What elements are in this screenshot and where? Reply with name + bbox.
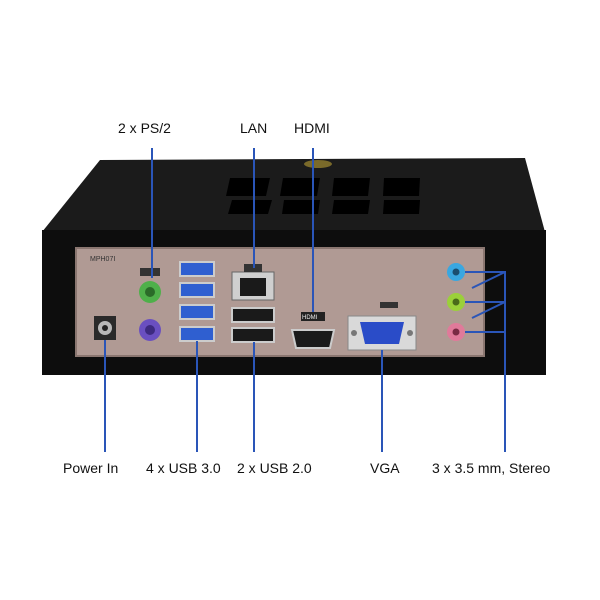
audio-jacks	[447, 263, 465, 341]
vga-label: VGA	[370, 460, 400, 476]
power-label: Power In	[63, 460, 119, 476]
power-jack	[94, 316, 116, 340]
hdmi-port: HDMI	[290, 312, 336, 349]
io-plate	[76, 248, 484, 356]
ps2-port-top	[139, 281, 161, 303]
usb3-ports	[179, 261, 215, 342]
model-text: MPH07I	[90, 256, 115, 263]
ps2-port-bottom	[139, 319, 161, 341]
leader-lines	[104, 148, 506, 452]
audio-label: 3 x 3.5 mm, Stereo	[432, 460, 551, 476]
top-badge	[304, 160, 332, 168]
vga-port	[347, 302, 417, 351]
usb2-label: 2 x USB 2.0	[237, 460, 312, 476]
lan-label: LAN	[240, 120, 268, 136]
ps2-label: 2 x PS/2	[118, 120, 171, 136]
hdmi-panel-text: HDMI	[302, 315, 318, 321]
ps2-bracket	[140, 268, 160, 276]
vent-slots	[226, 178, 420, 214]
usb2-ports	[231, 307, 275, 343]
usb3-label: 4 x USB 3.0	[146, 460, 221, 476]
hdmi-label: HDMI	[294, 120, 330, 136]
